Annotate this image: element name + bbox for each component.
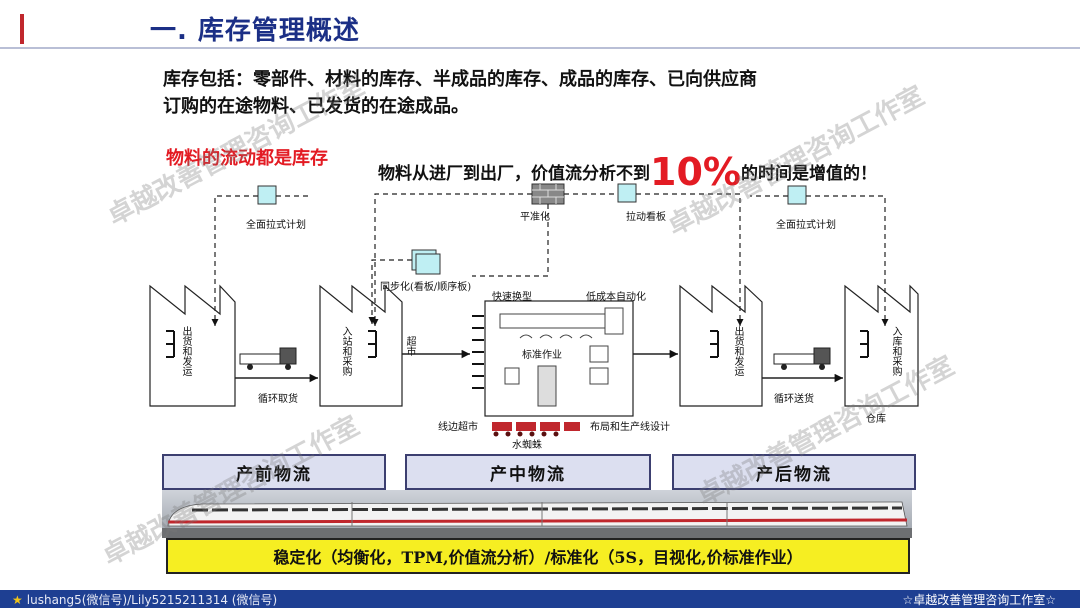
label-line-side-supermarket: 线边超市	[438, 418, 478, 433]
phase-in-production: 产中物流	[405, 454, 651, 490]
pull-plan-icon-left	[258, 186, 276, 204]
label-water-spider: 水蜘蛛	[512, 436, 542, 451]
phase-post-production: 产后物流	[672, 454, 916, 490]
logistics-flow-diagram: 全面拉式计划 平准化 拉动看板 全面拉式计划 同步化(看板/顺序板) 快速换型 …	[140, 176, 920, 446]
header-divider	[0, 47, 1080, 49]
foundation-bar: 稳定化（均衡化，TPM,价值流分析）/标准化（5S，目视化,价标准作业）	[166, 538, 910, 574]
label-pull-plan-left: 全面拉式计划	[246, 216, 306, 231]
label-quick-changeover: 快速换型	[492, 288, 532, 303]
kanban-icon	[618, 184, 636, 202]
label-sync: 同步化(看板/顺序板)	[380, 278, 471, 293]
page-title: 一. 库存管理概述	[150, 10, 360, 47]
red-highlight-text: 物料的流动都是库存	[166, 144, 328, 170]
label-standard-work: 标准作业	[522, 346, 562, 361]
footer-contact-text: lushang5(微信号)/Lily5215211314 (微信号)	[27, 593, 277, 607]
footer-contact: ★ lushang5(微信号)/Lily5215211314 (微信号)	[12, 591, 277, 608]
intro-line1: 零部件、材料的库存、半成品的库存、成品的库存、已向供应商	[253, 69, 757, 90]
intro-line2: 订购的在途物料、已发货的在途成品。	[163, 96, 469, 117]
intro-label: 库存包括：	[163, 69, 253, 90]
label-receive-left: 入站和采购	[338, 326, 353, 376]
water-spider-cart-icon	[492, 422, 580, 437]
label-warehouse: 仓库	[866, 410, 886, 425]
pull-plan-icon-right	[788, 186, 806, 204]
footer-brand: ☆卓越改善管理咨询工作室☆	[902, 591, 1056, 608]
label-supermarket: 超市	[402, 336, 417, 356]
label-low-cost-automation: 低成本自动化	[586, 288, 646, 303]
phase-pre-production: 产前物流	[162, 454, 386, 490]
label-kanban: 拉动看板	[626, 208, 666, 223]
sync-kanban-icon	[412, 250, 440, 274]
label-pull-plan-right: 全面拉式计划	[776, 216, 836, 231]
customer-factory-icon	[845, 286, 918, 406]
header-accent-bar	[20, 14, 24, 44]
inbound-factory-icon	[320, 286, 402, 406]
truck-icon-right	[774, 348, 830, 370]
label-receive-right: 入库和采购	[888, 326, 903, 376]
label-ship-right: 出货和发运	[730, 326, 745, 376]
level-loading-icon	[532, 184, 564, 204]
label-ship-left: 出货和发运	[178, 326, 193, 376]
label-milk-run-in: 循环取货	[258, 390, 298, 405]
label-level-loading: 平准化	[520, 208, 550, 223]
label-milk-run-out: 循环送货	[774, 390, 814, 405]
star-icon: ★	[12, 593, 23, 607]
train-image	[162, 490, 912, 538]
truck-icon-left	[240, 348, 296, 370]
outbound-factory-icon	[680, 286, 762, 406]
intro-paragraph: 库存包括：零部件、材料的库存、半成品的库存、成品的库存、已向供应商 订购的在途物…	[163, 66, 953, 120]
label-layout-design: 布局和生产线设计	[590, 418, 670, 433]
